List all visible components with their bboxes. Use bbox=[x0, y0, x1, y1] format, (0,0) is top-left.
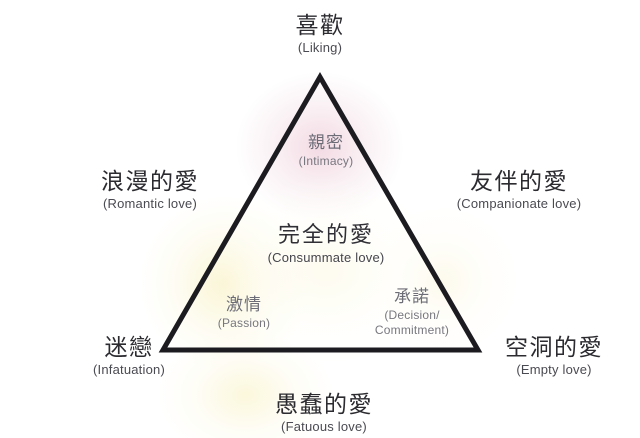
edge-companionate-love-en: (Companionate love) bbox=[456, 196, 582, 212]
component-commitment-zh: 承諾 bbox=[394, 287, 430, 306]
vertex-infatuation-zh: 迷戀 bbox=[104, 334, 154, 360]
component-intimacy-zh: 親密 bbox=[308, 133, 344, 152]
vertex-empty-love-zh: 空洞的愛 bbox=[505, 334, 603, 360]
center-consummate-love-en: (Consummate love) bbox=[267, 249, 385, 265]
vertex-liking-en: (Liking) bbox=[297, 40, 343, 56]
edge-fatuous-love-zh: 愚蠢的愛 bbox=[275, 391, 373, 417]
edge-romantic-love-en: (Romantic love) bbox=[102, 196, 198, 212]
vertex-empty-love-en: (Empty love) bbox=[516, 362, 592, 378]
vertex-label-liking: 喜歡 (Liking) bbox=[240, 12, 400, 55]
component-label-intimacy: 親密 (Intimacy) bbox=[266, 133, 386, 168]
edge-label-romantic-love: 浪漫的愛 (Romantic love) bbox=[62, 168, 238, 211]
component-passion-zh: 激情 bbox=[226, 295, 262, 314]
edge-fatuous-love-en: (Fatuous love) bbox=[281, 419, 367, 435]
edge-label-fatuous-love: 愚蠢的愛 (Fatuous love) bbox=[238, 391, 410, 434]
component-intimacy-en: (Intimacy) bbox=[298, 154, 354, 169]
center-consummate-love-zh: 完全的愛 bbox=[277, 222, 374, 247]
triangle-path bbox=[158, 71, 483, 353]
edge-label-companionate-love: 友伴的愛 (Companionate love) bbox=[418, 168, 620, 211]
component-label-passion: 激情 (Passion) bbox=[194, 295, 294, 330]
vertex-label-infatuation: 迷戀 (Infatuation) bbox=[48, 334, 210, 377]
component-commitment-en: (Decision/ Commitment) bbox=[374, 308, 450, 337]
vertex-label-empty-love: 空洞的愛 (Empty love) bbox=[468, 334, 640, 377]
component-label-commitment: 承諾 (Decision/ Commitment) bbox=[352, 287, 472, 337]
component-passion-en: (Passion) bbox=[217, 316, 271, 331]
vertex-liking-zh: 喜歡 bbox=[295, 12, 345, 38]
center-label-consummate-love: 完全的愛 (Consummate love) bbox=[238, 222, 414, 265]
edge-romantic-love-zh: 浪漫的愛 bbox=[101, 168, 199, 194]
vertex-infatuation-en: (Infatuation) bbox=[93, 362, 165, 378]
edge-companionate-love-zh: 友伴的愛 bbox=[470, 168, 568, 194]
